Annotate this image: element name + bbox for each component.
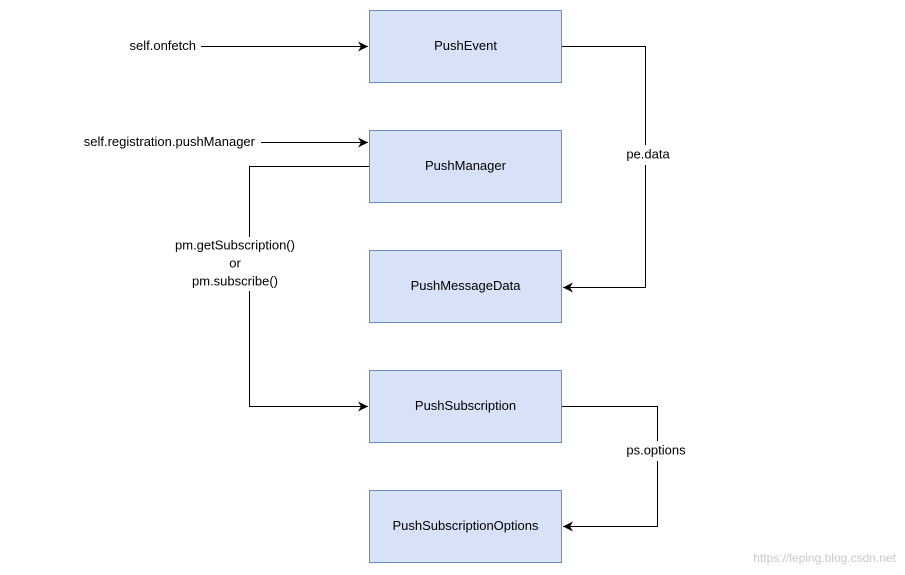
edge-label-pm-getsubscription: pm.getSubscription() [175,237,295,252]
edge-label-background [166,237,304,291]
edge-label-background [620,145,676,165]
edge-label-pe-data: pe.data [626,146,670,161]
node-push-event[interactable]: PushEvent [369,10,562,83]
edge-label-ps-options: ps.options [626,442,686,457]
node-label: PushSubscription [415,398,516,413]
edge-label-background [620,441,692,461]
node-label: PushEvent [434,38,497,53]
node-push-subscription[interactable]: PushSubscription [369,370,562,443]
node-push-manager[interactable]: PushManager [369,130,562,203]
edge-pushevent-to-pushmessagedata [562,46,646,293]
node-label: PushManager [425,158,507,173]
edge-pushsubscription-to-options [562,406,658,532]
node-push-subscription-options[interactable]: PushSubscriptionOptions [369,490,562,563]
input-label-self-registration-pushmanager: self.registration.pushManager [84,134,256,149]
node-label: PushSubscriptionOptions [393,518,539,533]
edge-label-or: or [229,255,241,270]
input-label-self-onfetch: self.onfetch [130,38,197,53]
edge-label-pm-subscribe: pm.subscribe() [192,273,278,288]
node-label: PushMessageData [411,278,522,293]
node-push-message-data[interactable]: PushMessageData [369,250,562,323]
watermark-text: https://leping.blog.csdn.net [753,551,896,565]
